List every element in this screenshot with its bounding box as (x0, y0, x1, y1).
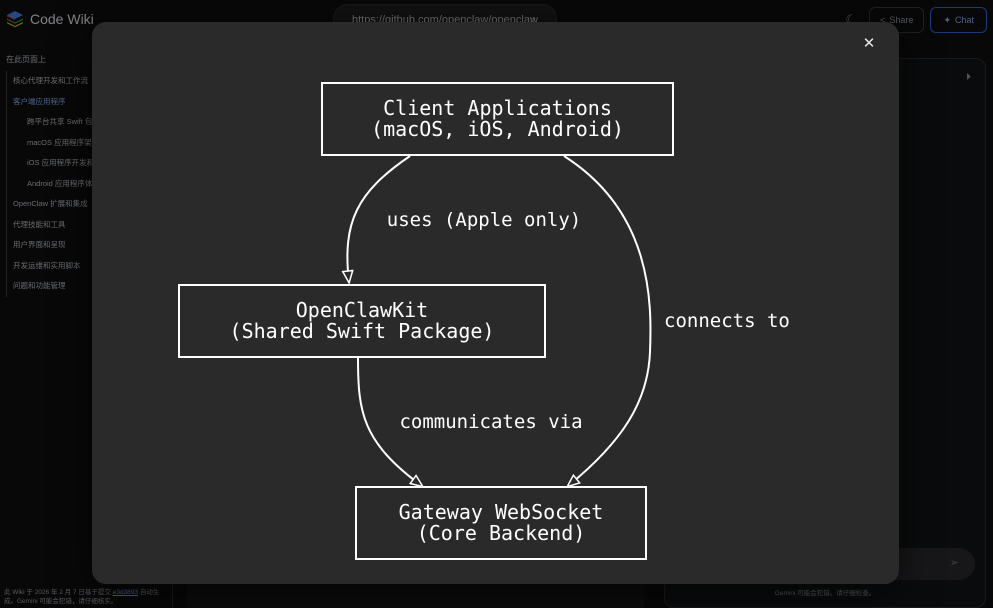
chat-button[interactable]: ✦ Chat (930, 7, 987, 33)
collapse-panel-icon[interactable]: ⏵ (966, 72, 971, 83)
column-divider (172, 575, 173, 608)
node-kit-line-1: OpenClawKit (296, 298, 428, 322)
node-gateway-line-2: (Core Backend) (417, 521, 586, 545)
search-icon[interactable]: ⌕ (529, 14, 536, 26)
node-openclawkit: OpenClawKit (Shared Swift Package) (178, 284, 546, 358)
edge-client-to-kit (347, 155, 411, 282)
diagram-modal: ✕ uses (Apple only) connects to communic… (92, 22, 899, 584)
wiki-footer-note: 此 Wiki 于 2026 年 2 月 7 日基于提交 e3d3893 自动生成… (4, 588, 169, 606)
edge-client-to-gateway (563, 155, 652, 486)
app-logo[interactable]: Code Wiki (6, 10, 94, 28)
toc-list: 核心代理开发和工作流客户端应用程序跨平台共享 Swift 包 macOS 应用程序… (6, 71, 100, 297)
node-client-applications: Client Applications (macOS, iOS, Android… (321, 82, 674, 156)
node-gateway-websocket: Gateway WebSocket (Core Backend) (355, 486, 647, 560)
app-title: Code Wiki (30, 11, 94, 27)
toc-item[interactable]: 开发运维和实用脚本 (13, 260, 81, 270)
share-label: Share (889, 15, 914, 25)
chat-label: Chat (954, 15, 974, 25)
toc-item[interactable]: macOS 应用程序架构 (27, 137, 100, 147)
edge-label-connects: connects to (664, 310, 790, 332)
commit-link[interactable]: e3d3893 (112, 589, 139, 596)
node-kit-line-2: (Shared Swift Package) (230, 319, 495, 343)
node-client-line-2: (macOS, iOS, Android) (371, 117, 624, 141)
toc-item[interactable]: 客户端应用程序 (13, 96, 66, 106)
node-gateway-line-1: Gateway WebSocket (399, 500, 604, 524)
toc-item[interactable]: 代理技能和工具 (13, 219, 66, 229)
table-of-contents: 在此页面上 核心代理开发和工作流客户端应用程序跨平台共享 Swift 包 macO… (0, 54, 100, 297)
send-icon[interactable]: ➢ (949, 557, 959, 569)
theme-toggle-icon[interactable]: ☾ (845, 12, 857, 27)
gemini-disclaimer: Gemini 可能会犯错。请仔细检查。 (774, 590, 876, 597)
footer-suffix: 自动生成。Gemini 可能会犯错，请仔细核实。 (4, 589, 160, 605)
close-icon[interactable]: ✕ (862, 35, 876, 52)
toc-item[interactable]: 问题和功能管理 (13, 281, 66, 290)
edge-kit-to-gateway (357, 357, 422, 486)
code-wiki-logo-icon (7, 11, 23, 28)
toc-item[interactable]: 核心代理开发和工作流 (13, 76, 88, 85)
toc-item[interactable]: 用户界面和呈现 (13, 240, 66, 249)
node-client-line-1: Client Applications (383, 96, 612, 120)
architecture-diagram: uses (Apple only) connects to communicat… (178, 82, 790, 560)
edge-label-uses: uses (Apple only) (387, 209, 581, 231)
toc-item[interactable]: OpenClaw 扩展和集成 (13, 199, 88, 208)
toc-item[interactable]: iOS 应用程序开发和功能 (27, 158, 100, 167)
sparkle-icon: ✦ (943, 14, 951, 25)
share-icon: < (880, 15, 886, 25)
toc-title: 在此页面上 (6, 55, 46, 64)
toc-item[interactable]: 跨平台共享 Swift 包 (27, 117, 93, 126)
toc-item[interactable]: Android 应用程序体系结构 (27, 178, 100, 188)
edge-label-communicates: communicates via (399, 411, 582, 433)
footer-prefix: 此 Wiki 于 2026 年 2 月 7 日基于提交 (4, 589, 113, 596)
